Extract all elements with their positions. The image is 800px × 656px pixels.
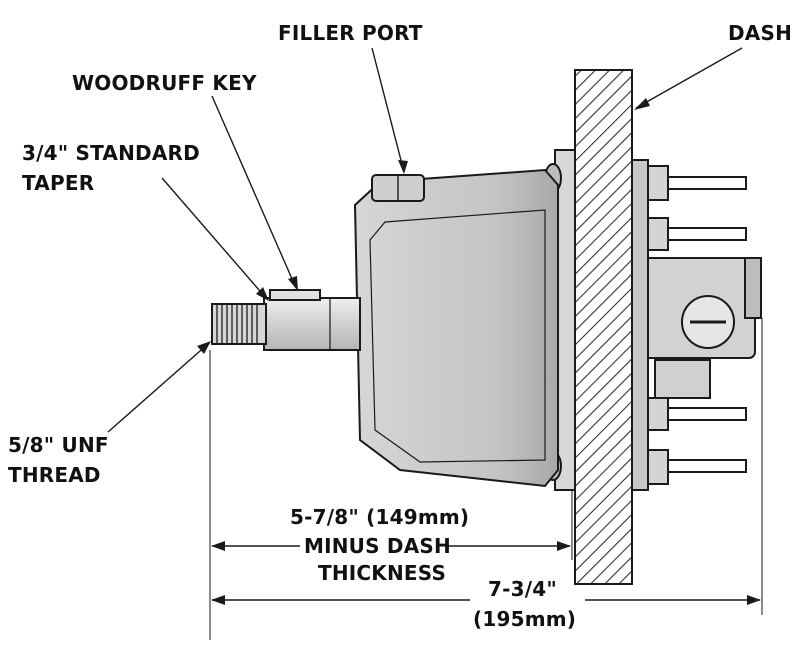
pump-body bbox=[353, 168, 559, 488]
filler-port-label: FILLER PORT bbox=[278, 21, 423, 45]
dimension-2-line2: (195mm) bbox=[473, 607, 576, 631]
taper-label-line2: TAPER bbox=[22, 171, 94, 195]
leader-lines bbox=[107, 47, 743, 433]
shaft bbox=[263, 289, 361, 351]
dimension-1-line2: MINUS DASH bbox=[304, 534, 451, 558]
dash-panel bbox=[574, 69, 633, 585]
threaded-end bbox=[211, 303, 267, 345]
woodruff-key-label: WOODRUFF KEY bbox=[72, 71, 257, 95]
dimension-1-line3: THICKNESS bbox=[318, 561, 446, 585]
thread-label-line2: THREAD bbox=[8, 463, 101, 487]
dash-label: DASH bbox=[728, 21, 792, 45]
dimension-1-line1: 5-7/8" (149mm) bbox=[290, 505, 469, 529]
filler-port-cap bbox=[371, 174, 425, 202]
thread-label-line1: 5/8" UNF bbox=[8, 433, 109, 457]
rear-fitting bbox=[639, 257, 762, 399]
dimension-lines bbox=[209, 318, 763, 640]
taper-label-line1: 3/4" STANDARD bbox=[22, 141, 200, 165]
dimension-2-line1: 7-3/4" bbox=[488, 577, 557, 601]
